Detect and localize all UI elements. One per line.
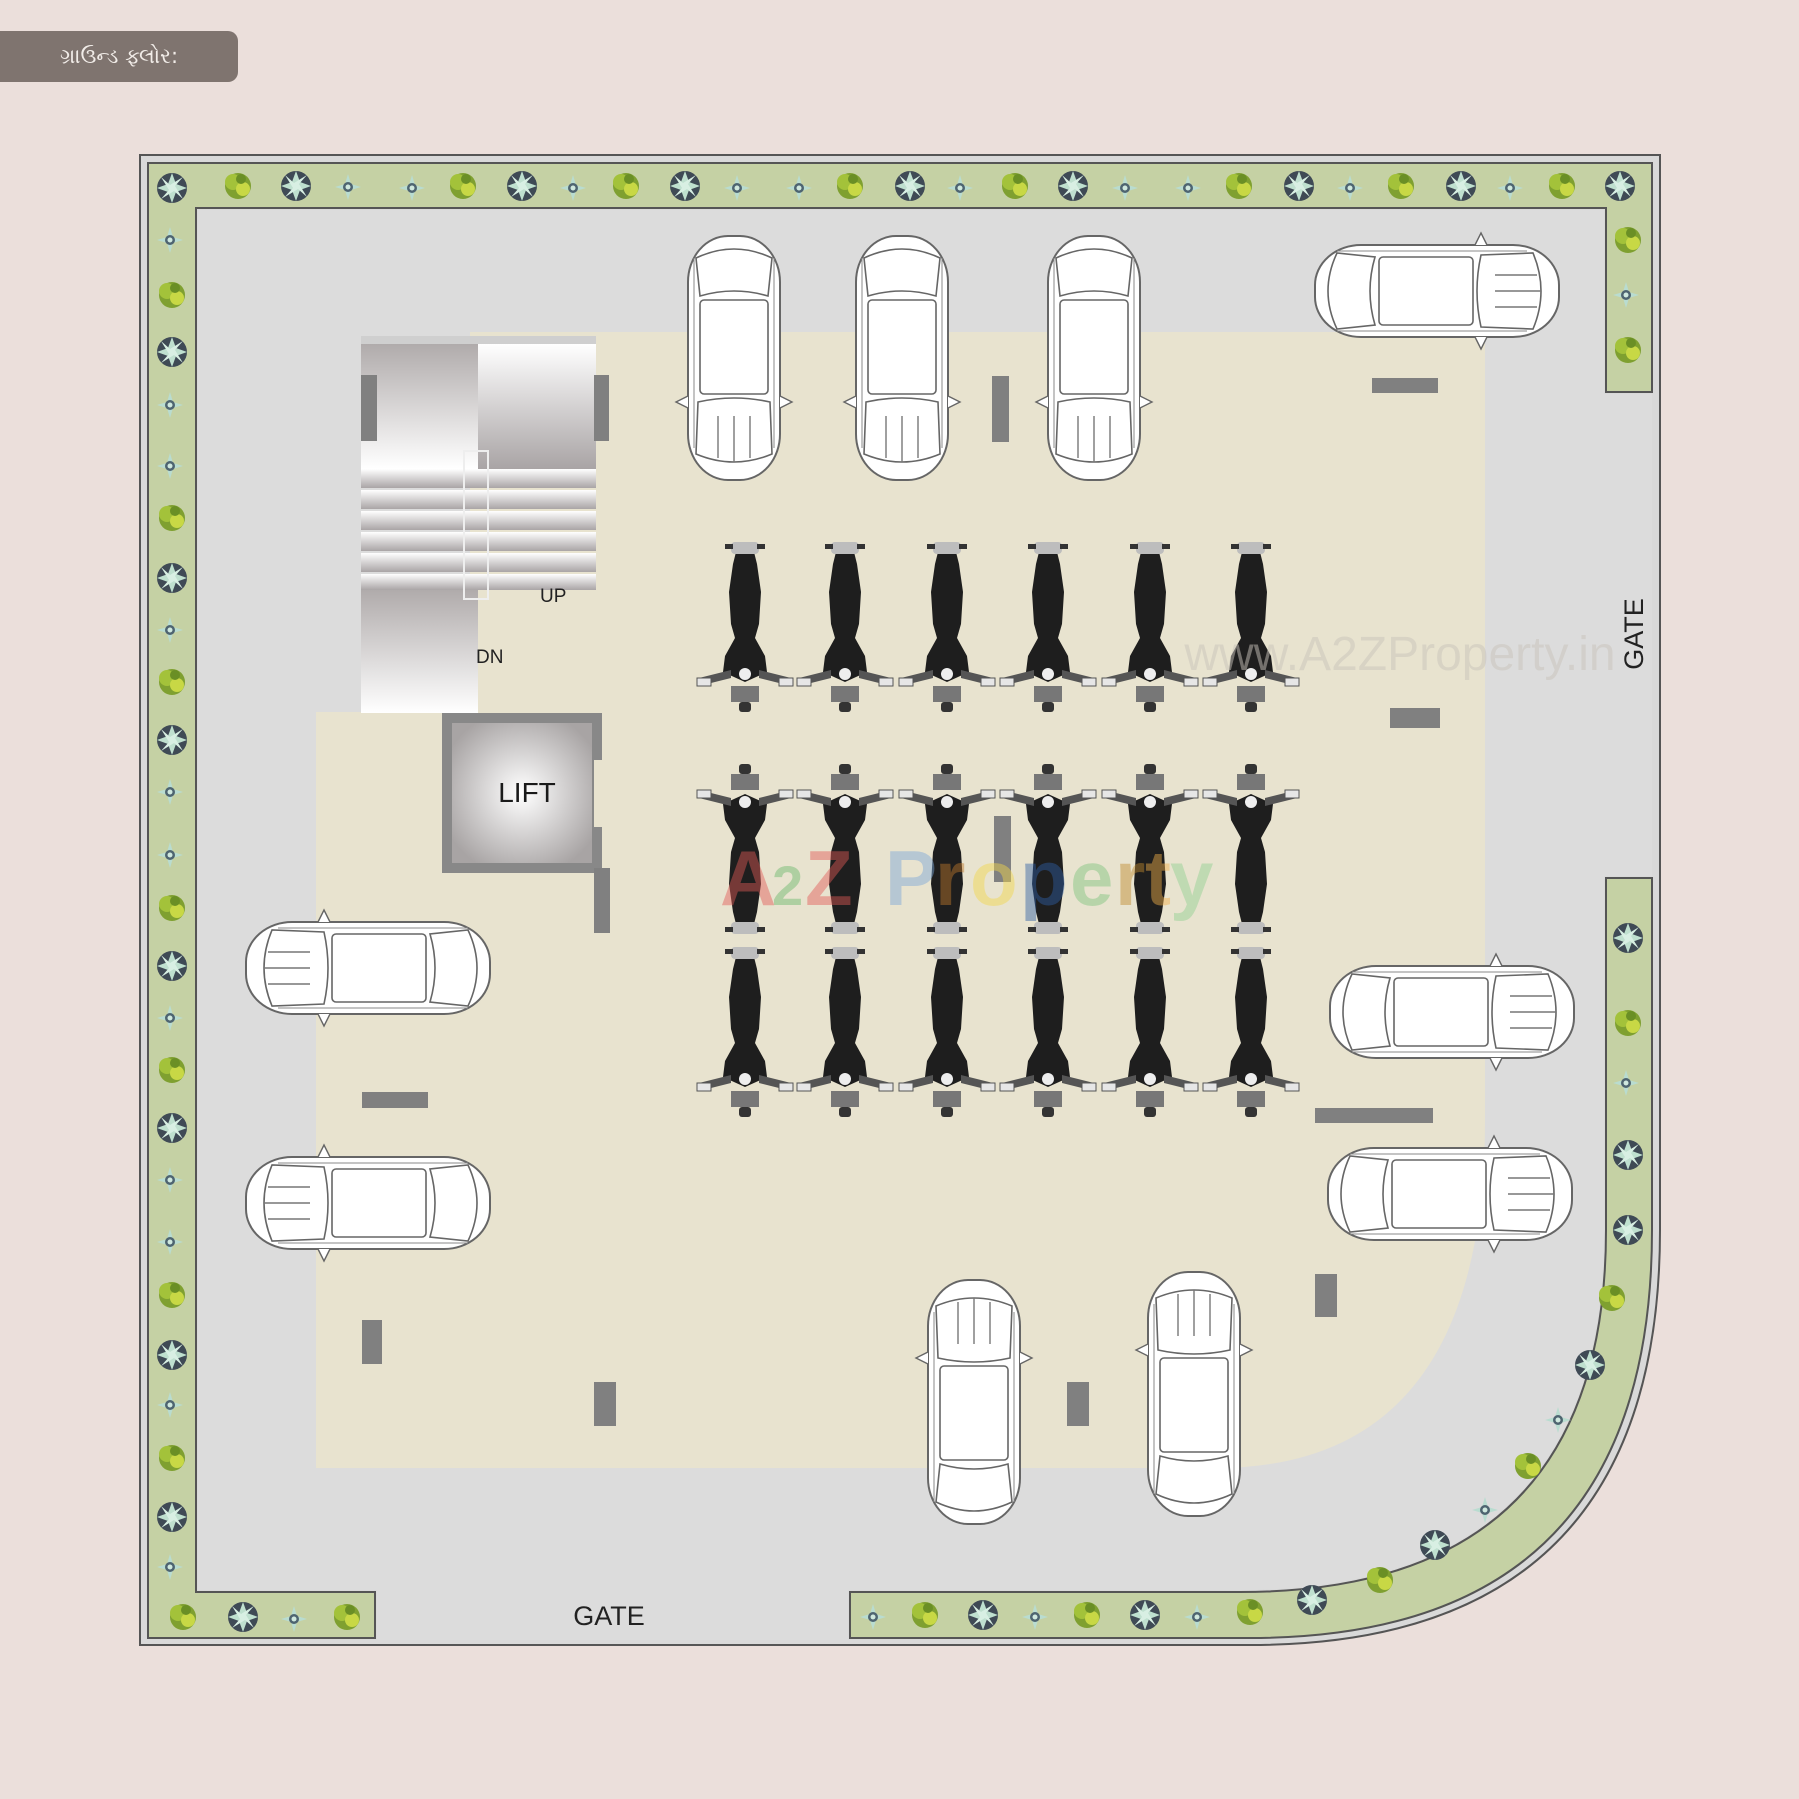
gate-right-label: GATE: [1619, 598, 1649, 670]
svg-text:A: A: [720, 834, 776, 922]
lift-label: LIFT: [498, 777, 556, 808]
car-icon: [675, 235, 793, 481]
car-icon: [915, 1279, 1033, 1525]
car-icon: [1329, 953, 1575, 1071]
svg-text:y: y: [1170, 834, 1213, 922]
gate-bottom-label: GATE: [573, 1601, 645, 1631]
svg-text:o: o: [970, 834, 1018, 922]
parking-floor: [316, 332, 1485, 1468]
svg-text:P: P: [885, 834, 937, 922]
landscape-strip-right-bottom: [849, 877, 1653, 1639]
watermark-logo: A 2 Z P r o p e r t y: [720, 834, 1213, 922]
svg-text:2: 2: [772, 854, 803, 917]
stair-up-label: UP: [540, 586, 566, 607]
car-icon: [1327, 1135, 1573, 1253]
car-icon: [245, 1144, 491, 1262]
staircase: UP DN: [361, 336, 609, 713]
landscape-strip-top-left: [147, 162, 1653, 1639]
stair-down-label: DN: [476, 647, 503, 668]
watermark-url: www.A2ZProperty.in: [1183, 628, 1615, 681]
svg-text:t: t: [1145, 834, 1171, 922]
svg-text:e: e: [1070, 834, 1113, 922]
car-icon: [1135, 1271, 1253, 1517]
car-icon: [1035, 235, 1153, 481]
svg-text:r: r: [935, 834, 965, 922]
columns: [362, 376, 1440, 1426]
svg-text:p: p: [1020, 834, 1068, 922]
lift: LIFT: [442, 713, 610, 933]
svg-text:r: r: [1115, 834, 1145, 922]
car-icon: [843, 235, 961, 481]
car-icon: [245, 909, 491, 1027]
car-icon: [1314, 232, 1560, 350]
floor-title-tab: ગ્રાઉન્ડ ફ્લોર:: [0, 31, 238, 82]
svg-text:Z: Z: [805, 834, 853, 922]
floor-title: ગ્રાઉન્ડ ફ્લોર:: [60, 44, 179, 68]
